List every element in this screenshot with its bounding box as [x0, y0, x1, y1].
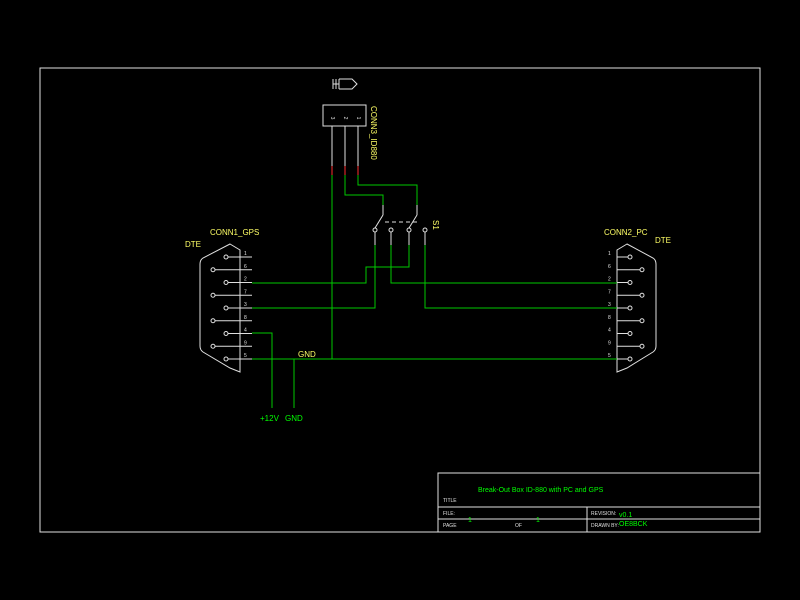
- conn2-pin-4: 4: [608, 328, 633, 336]
- page-number: 1: [468, 517, 472, 524]
- conn1-pin-6: 6: [210, 264, 252, 273]
- conn2-label: CONN2_PC: [604, 228, 648, 237]
- conn1-pin-number: 8: [244, 315, 247, 321]
- conn1-pin-number: 1: [244, 251, 247, 257]
- conn3-label: CONN3_ID880: [369, 106, 378, 160]
- conn3-id880: 3 2 1 CONN3_ID880: [322, 78, 378, 175]
- plug-icon: [332, 78, 358, 90]
- title-block: TITLE Break-Out Box ID-880 with PC and G…: [437, 472, 761, 533]
- conn1-pin-1: 1: [223, 251, 252, 260]
- conn3-pin2: 2: [342, 117, 348, 120]
- of-number: 1: [536, 517, 540, 524]
- conn2-pc: CONN2_PC DTE 1 6 2 7 3 8 4 9 5: [604, 228, 671, 373]
- switch-label: S1: [431, 220, 440, 230]
- drawn-by-label: DRAWN BY:: [591, 523, 619, 529]
- conn1-label: CONN1_GPS: [210, 228, 259, 237]
- conn1-pin-number: 7: [244, 289, 247, 295]
- conn2-shell: [616, 243, 657, 373]
- page-label: PAGE: [443, 523, 457, 529]
- conn1-gps: CONN1_GPS DTE 1 6 2 7 3 8 4 9 5: [185, 228, 259, 373]
- conn2-pin-3: 3: [608, 302, 633, 311]
- file-label: FILE:: [443, 511, 455, 517]
- of-label: OF: [515, 523, 522, 529]
- revision-label: REVISION:: [591, 511, 616, 517]
- power-12v-label: +12V: [260, 414, 280, 423]
- conn2-type: DTE: [655, 236, 671, 245]
- switch-s1: S1: [372, 205, 440, 245]
- conn1-pin-number: 4: [244, 328, 247, 334]
- conn2-pin-2: 2: [608, 277, 633, 285]
- conn2-pin-number: 4: [608, 328, 611, 334]
- conn1-pin-4: 4: [223, 328, 252, 336]
- conn1-shell: [199, 243, 241, 373]
- revision-value: v0.1: [619, 512, 632, 519]
- title-label: TITLE: [443, 498, 457, 504]
- title-block-border: [437, 472, 761, 533]
- conn1-pin-8: 8: [210, 315, 252, 324]
- conn1-pin-number: 5: [244, 353, 247, 359]
- conn1-pin-number: 9: [244, 340, 247, 346]
- conn1-pin-3: 3: [223, 302, 252, 311]
- conn1-pin-number: 2: [244, 277, 247, 283]
- conn3-body: [322, 104, 367, 127]
- conn1-pin-9: 9: [210, 340, 252, 349]
- wires: [252, 175, 617, 408]
- ground-label: GND: [285, 414, 303, 423]
- conn2-pin-5: 5: [608, 353, 633, 362]
- conn2-pin-number: 3: [608, 302, 611, 308]
- conn1-pin-number: 3: [244, 302, 247, 308]
- conn2-pin-7: 7: [608, 289, 645, 298]
- conn1-pin-5: 5: [223, 353, 252, 362]
- conn3-pin1: 1: [355, 117, 361, 120]
- conn2-pin-number: 1: [608, 251, 611, 257]
- conn1-type: DTE: [185, 240, 201, 249]
- conn1-pin-7: 7: [210, 289, 252, 298]
- conn2-pin-9: 9: [608, 340, 645, 349]
- conn3-pin3: 3: [329, 117, 335, 120]
- net-gnd-label: GND: [298, 350, 316, 359]
- conn2-pin-number: 9: [608, 340, 611, 346]
- conn1-pin-2: 2: [223, 277, 252, 285]
- conn1-pin-number: 6: [244, 264, 247, 270]
- conn2-pin-6: 6: [608, 264, 645, 273]
- conn2-pin-number: 5: [608, 353, 611, 359]
- conn2-pin-number: 6: [608, 264, 611, 270]
- title-text: Break-Out Box ID-880 with PC and GPS: [478, 487, 604, 494]
- conn2-pin-number: 7: [608, 289, 611, 295]
- conn2-pin-8: 8: [608, 315, 645, 324]
- conn2-pin-1: 1: [608, 251, 633, 260]
- conn2-pin-number: 8: [608, 315, 611, 321]
- sheet-border: [39, 67, 761, 533]
- conn2-pin-number: 2: [608, 277, 611, 283]
- drawn-by-value: OE8BCK: [619, 521, 648, 528]
